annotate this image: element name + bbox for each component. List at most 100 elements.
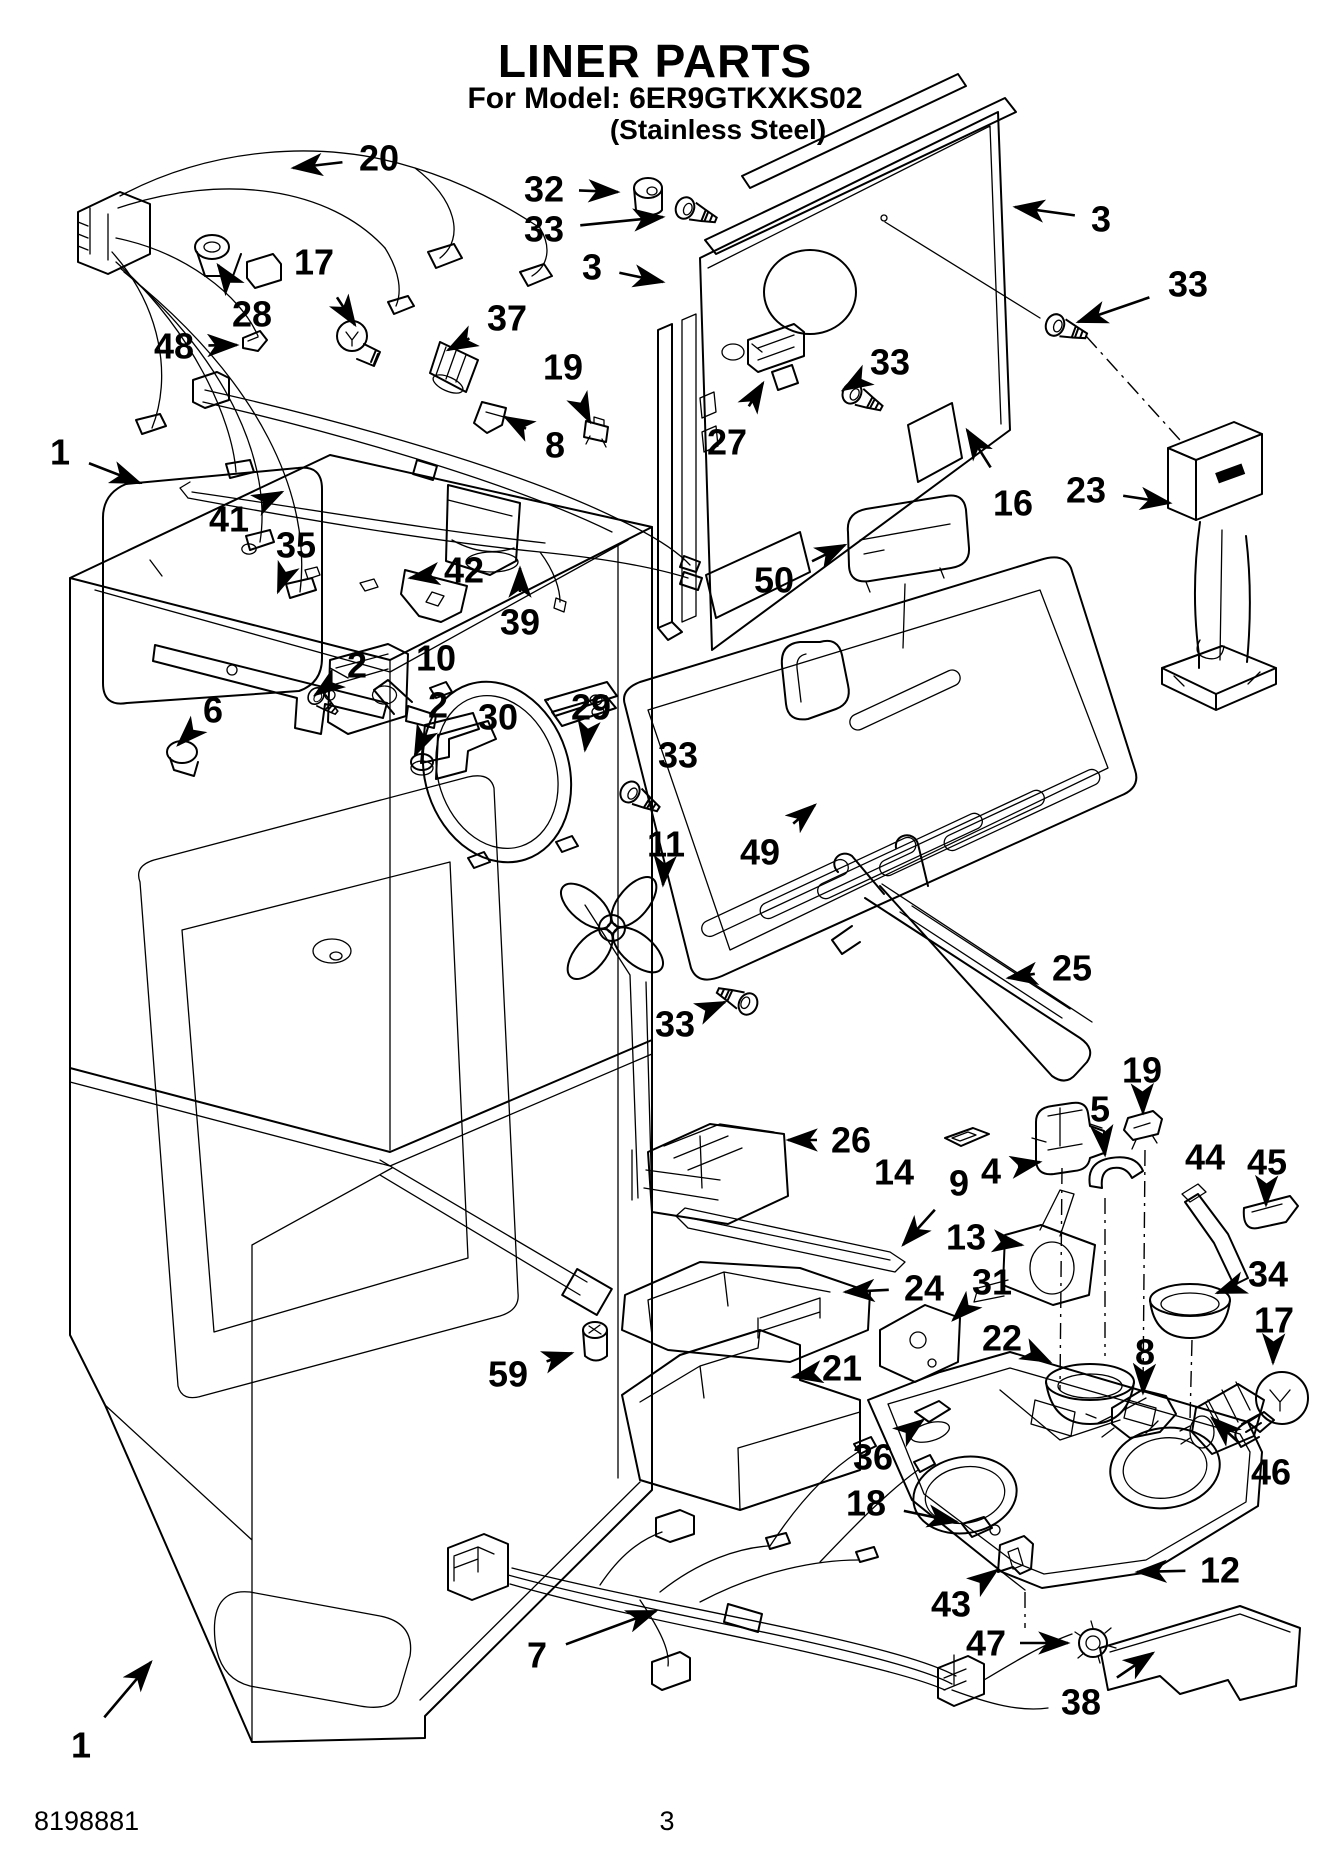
callout-arrow-12 bbox=[1134, 1559, 1186, 1583]
callout-label-33: 33 bbox=[1168, 264, 1208, 305]
finish-subtitle: (Stainless Steel) bbox=[609, 114, 827, 145]
callout-label-33: 33 bbox=[658, 735, 698, 776]
callout-arrow-1 bbox=[88, 461, 143, 485]
callout-arrow-19 bbox=[566, 390, 592, 425]
callout-label-17: 17 bbox=[1254, 1300, 1294, 1341]
callout-arrow-46 bbox=[1210, 1416, 1242, 1447]
callout-label-59: 59 bbox=[488, 1354, 528, 1395]
callout-label-31: 31 bbox=[972, 1262, 1012, 1303]
evap-covers-art bbox=[621, 1123, 990, 1511]
callout-arrow-8 bbox=[502, 415, 537, 442]
callout-arrow-23 bbox=[1122, 486, 1173, 510]
assembly-lines-art bbox=[1024, 335, 1193, 1628]
drip-tray-49-art bbox=[623, 556, 1138, 981]
callout-label-33: 33 bbox=[524, 209, 564, 250]
callout-arrow-7 bbox=[565, 1609, 659, 1646]
callout-label-2: 2 bbox=[347, 645, 367, 686]
callout-label-30: 30 bbox=[478, 697, 518, 738]
callout-label-11: 11 bbox=[647, 824, 685, 865]
callout-label-22: 22 bbox=[982, 1318, 1022, 1359]
callout-label-9: 9 bbox=[949, 1163, 969, 1204]
callout-arrow-49 bbox=[784, 803, 817, 834]
fan-blade-11-art bbox=[560, 876, 664, 980]
callout-label-37: 37 bbox=[487, 298, 527, 339]
callout-arrow-3 bbox=[619, 264, 666, 288]
callout-label-46: 46 bbox=[1251, 1452, 1291, 1493]
callout-label-3: 3 bbox=[582, 247, 602, 288]
callout-arrow-22 bbox=[1018, 1338, 1053, 1364]
callout-arrow-25 bbox=[1005, 961, 1040, 985]
callout-label-7: 7 bbox=[527, 1635, 547, 1676]
callout-label-1: 1 bbox=[71, 1725, 91, 1766]
callout-label-2: 2 bbox=[428, 685, 448, 726]
callout-label-19: 19 bbox=[1122, 1050, 1162, 1091]
clip-48-art bbox=[242, 330, 268, 352]
callout-label-10: 10 bbox=[416, 638, 456, 679]
callout-arrow-21 bbox=[790, 1360, 825, 1384]
callout-arrow-59 bbox=[539, 1351, 575, 1374]
callout-label-28: 28 bbox=[232, 294, 272, 335]
callout-arrow-2 bbox=[312, 668, 347, 697]
callout-arrow-29 bbox=[577, 718, 601, 753]
support-rail-25-art bbox=[831, 834, 1093, 1082]
callout-arrow-38 bbox=[1116, 1651, 1156, 1680]
callout-label-14: 14 bbox=[874, 1152, 914, 1193]
callout-arrow-33 bbox=[692, 1000, 728, 1025]
page-title: LINER PARTS bbox=[497, 35, 813, 87]
callout-label-43: 43 bbox=[931, 1584, 971, 1625]
callout-arrow-50 bbox=[811, 543, 848, 569]
callout-label-19: 19 bbox=[543, 347, 583, 388]
callout-arrow-41 bbox=[250, 490, 285, 516]
callout-arrow-20 bbox=[290, 152, 343, 177]
callout-label-4: 4 bbox=[981, 1151, 1001, 1192]
callout-label-50: 50 bbox=[754, 560, 794, 601]
callout-label-8: 8 bbox=[545, 425, 565, 466]
callout-arrow-28 bbox=[216, 262, 245, 297]
cone-37-art bbox=[429, 341, 479, 394]
callout-arrow-27 bbox=[737, 380, 765, 415]
callout-label-27: 27 bbox=[707, 422, 747, 463]
callout-label-35: 35 bbox=[276, 525, 316, 566]
callout-arrow-5 bbox=[1090, 1124, 1114, 1158]
callout-arrow-3 bbox=[1012, 199, 1076, 223]
rear-panel-3-art bbox=[633, 73, 1091, 651]
callout-label-47: 47 bbox=[966, 1623, 1006, 1664]
callout-label-12: 12 bbox=[1200, 1550, 1240, 1591]
callout-arrow-24 bbox=[842, 1278, 889, 1303]
callout-label-23: 23 bbox=[1066, 470, 1106, 511]
callout-label-1: 1 bbox=[50, 432, 70, 473]
callout-arrow-34 bbox=[1214, 1271, 1250, 1295]
callout-label-25: 25 bbox=[1052, 948, 1092, 989]
callout-label-33: 33 bbox=[870, 342, 910, 383]
callout-label-8: 8 bbox=[1135, 1332, 1155, 1373]
callout-label-24: 24 bbox=[904, 1268, 944, 1309]
callout-label-36: 36 bbox=[853, 1437, 893, 1478]
model-subtitle: For Model: 6ER9GTKXKS02 bbox=[467, 82, 863, 115]
callout-label-41: 41 bbox=[209, 499, 249, 540]
callout-label-32: 32 bbox=[524, 169, 564, 210]
wire-harness-7-art bbox=[447, 1436, 1073, 1710]
callout-arrow-6 bbox=[176, 715, 208, 747]
callout-label-13: 13 bbox=[946, 1217, 986, 1258]
callout-arrow-33 bbox=[580, 208, 666, 232]
document-number: 8198881 bbox=[34, 1806, 140, 1836]
housing-12-art bbox=[867, 1351, 1301, 1701]
callout-arrow-9 bbox=[901, 1208, 936, 1247]
callout-arrow-36 bbox=[892, 1418, 926, 1448]
callout-label-34: 34 bbox=[1248, 1254, 1288, 1295]
callout-arrow-31 bbox=[951, 1290, 983, 1322]
callout-arrow-43 bbox=[966, 1568, 1000, 1598]
callout-label-18: 18 bbox=[846, 1483, 886, 1524]
callout-label-39: 39 bbox=[500, 602, 540, 643]
callout-label-49: 49 bbox=[740, 832, 780, 873]
callout-label-45: 45 bbox=[1247, 1142, 1287, 1183]
callout-label-3: 3 bbox=[1091, 199, 1111, 240]
cover-50-art bbox=[846, 494, 971, 649]
callout-label-38: 38 bbox=[1061, 1682, 1101, 1723]
callout-arrow-2 bbox=[413, 722, 439, 758]
page-number: 3 bbox=[659, 1806, 675, 1836]
callout-arrow-35 bbox=[276, 559, 300, 595]
